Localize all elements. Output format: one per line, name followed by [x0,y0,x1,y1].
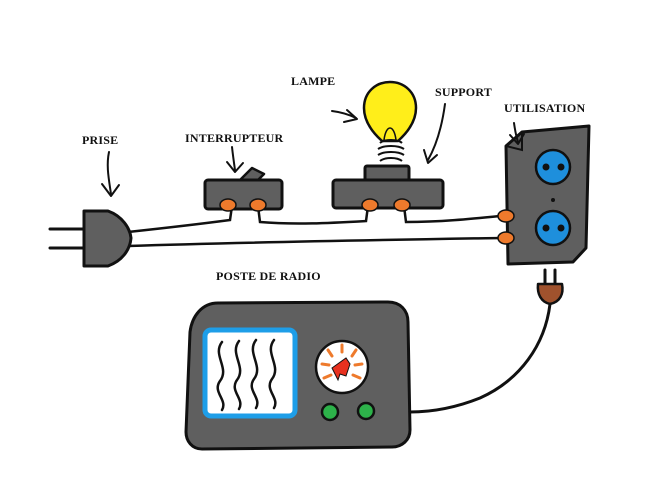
radio-cable [408,302,552,414]
label-lampe: LAMPE [291,74,336,88]
label-utilisation: UTILISATION [504,101,586,115]
arrow-interrupteur-icon [226,146,244,173]
label-poste-de-radio: POSTE DE RADIO [216,269,321,283]
radio-icon [184,300,412,451]
plug-icon [48,209,133,268]
switch-icon [203,166,284,212]
main-cable [126,204,502,248]
label-support: SUPPORT [435,85,492,99]
arrow-utilisation-icon [509,122,525,145]
arrow-prise-icon [101,151,120,197]
arrow-support-icon [423,103,446,164]
light-bulb-icon [362,80,418,162]
label-prise: PRISE [82,133,119,147]
radio-plug-icon [536,268,564,306]
label-interrupteur: INTERRUPTEUR [185,131,284,145]
arrow-lampe-icon [331,109,358,123]
lamp-holder [331,164,445,212]
socket-icon [497,124,591,266]
